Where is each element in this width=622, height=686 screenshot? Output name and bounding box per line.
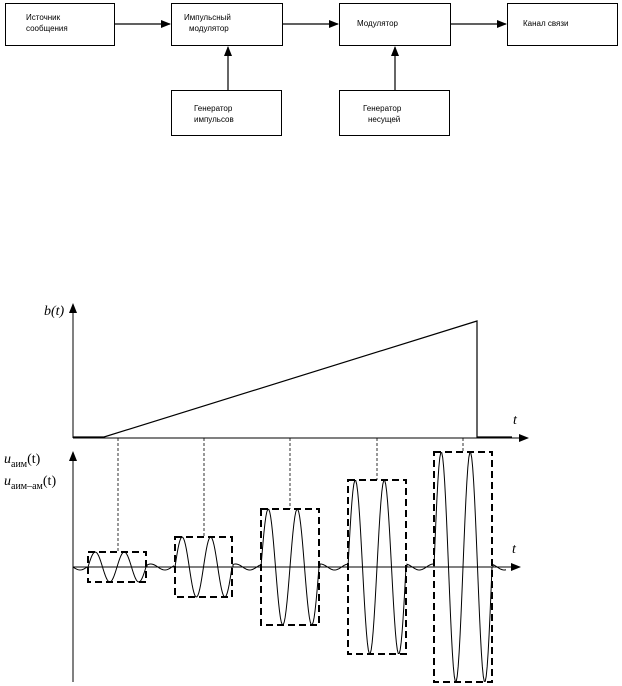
modulated-waves xyxy=(72,452,507,682)
carrier-generator-label-line2: несущей xyxy=(368,115,401,124)
pulse-modulator-label-line2: модулятор xyxy=(189,24,229,33)
pulse-envelope-5 xyxy=(433,451,493,683)
pulse-generator-label-line1: Генератор xyxy=(194,104,233,113)
pulse-generator-block: Генератор импульсов xyxy=(171,90,282,136)
message-source-label-line1: Источник xyxy=(26,13,61,22)
carrier-burst-5 xyxy=(433,452,493,682)
carrier-burst-2 xyxy=(174,536,233,598)
top-x-axis-label: t xyxy=(513,413,517,428)
bottom-y-axis-label-1: uаим(t) xyxy=(4,452,40,470)
carrier-generator-label-line1: Генератор xyxy=(363,104,402,113)
label2-arg: (t) xyxy=(42,474,57,489)
bottom-y-axis-label-2: uаим–ам(t) xyxy=(4,474,56,492)
message-source-block: Источник сообщения xyxy=(5,3,115,46)
pulse-generator-label-line2: импульсов xyxy=(194,115,234,124)
carrier-burst-3 xyxy=(260,508,320,626)
label1-sub: аим xyxy=(11,458,28,470)
label2-main: u xyxy=(4,474,11,489)
top-y-axis-label: b(t) xyxy=(44,304,65,319)
channel-label: Канал связи xyxy=(523,19,569,28)
carrier-burst-4 xyxy=(347,479,407,655)
carrier-generator-block: Генератор несущей xyxy=(339,90,450,136)
label2-sub: аим–ам xyxy=(11,480,43,492)
label1-main: u xyxy=(4,452,11,467)
pulse-modulator-block: Импульсный модулятор xyxy=(171,3,283,46)
channel-block: Канал связи xyxy=(507,3,618,46)
message-source-label-line2: сообщения xyxy=(26,24,68,33)
modulator-label: Модулятор xyxy=(357,19,398,28)
ramp-signal xyxy=(73,320,512,438)
sampling-dashed-lines xyxy=(117,438,464,552)
baseline-ripple xyxy=(72,563,507,571)
carrier-burst-1 xyxy=(87,551,147,583)
modulator-block: Модулятор xyxy=(339,3,451,46)
label1-arg: (t) xyxy=(27,452,41,467)
bottom-x-axis-label: t xyxy=(512,542,516,557)
pulse-modulator-label-line1: Импульсный xyxy=(184,13,231,22)
